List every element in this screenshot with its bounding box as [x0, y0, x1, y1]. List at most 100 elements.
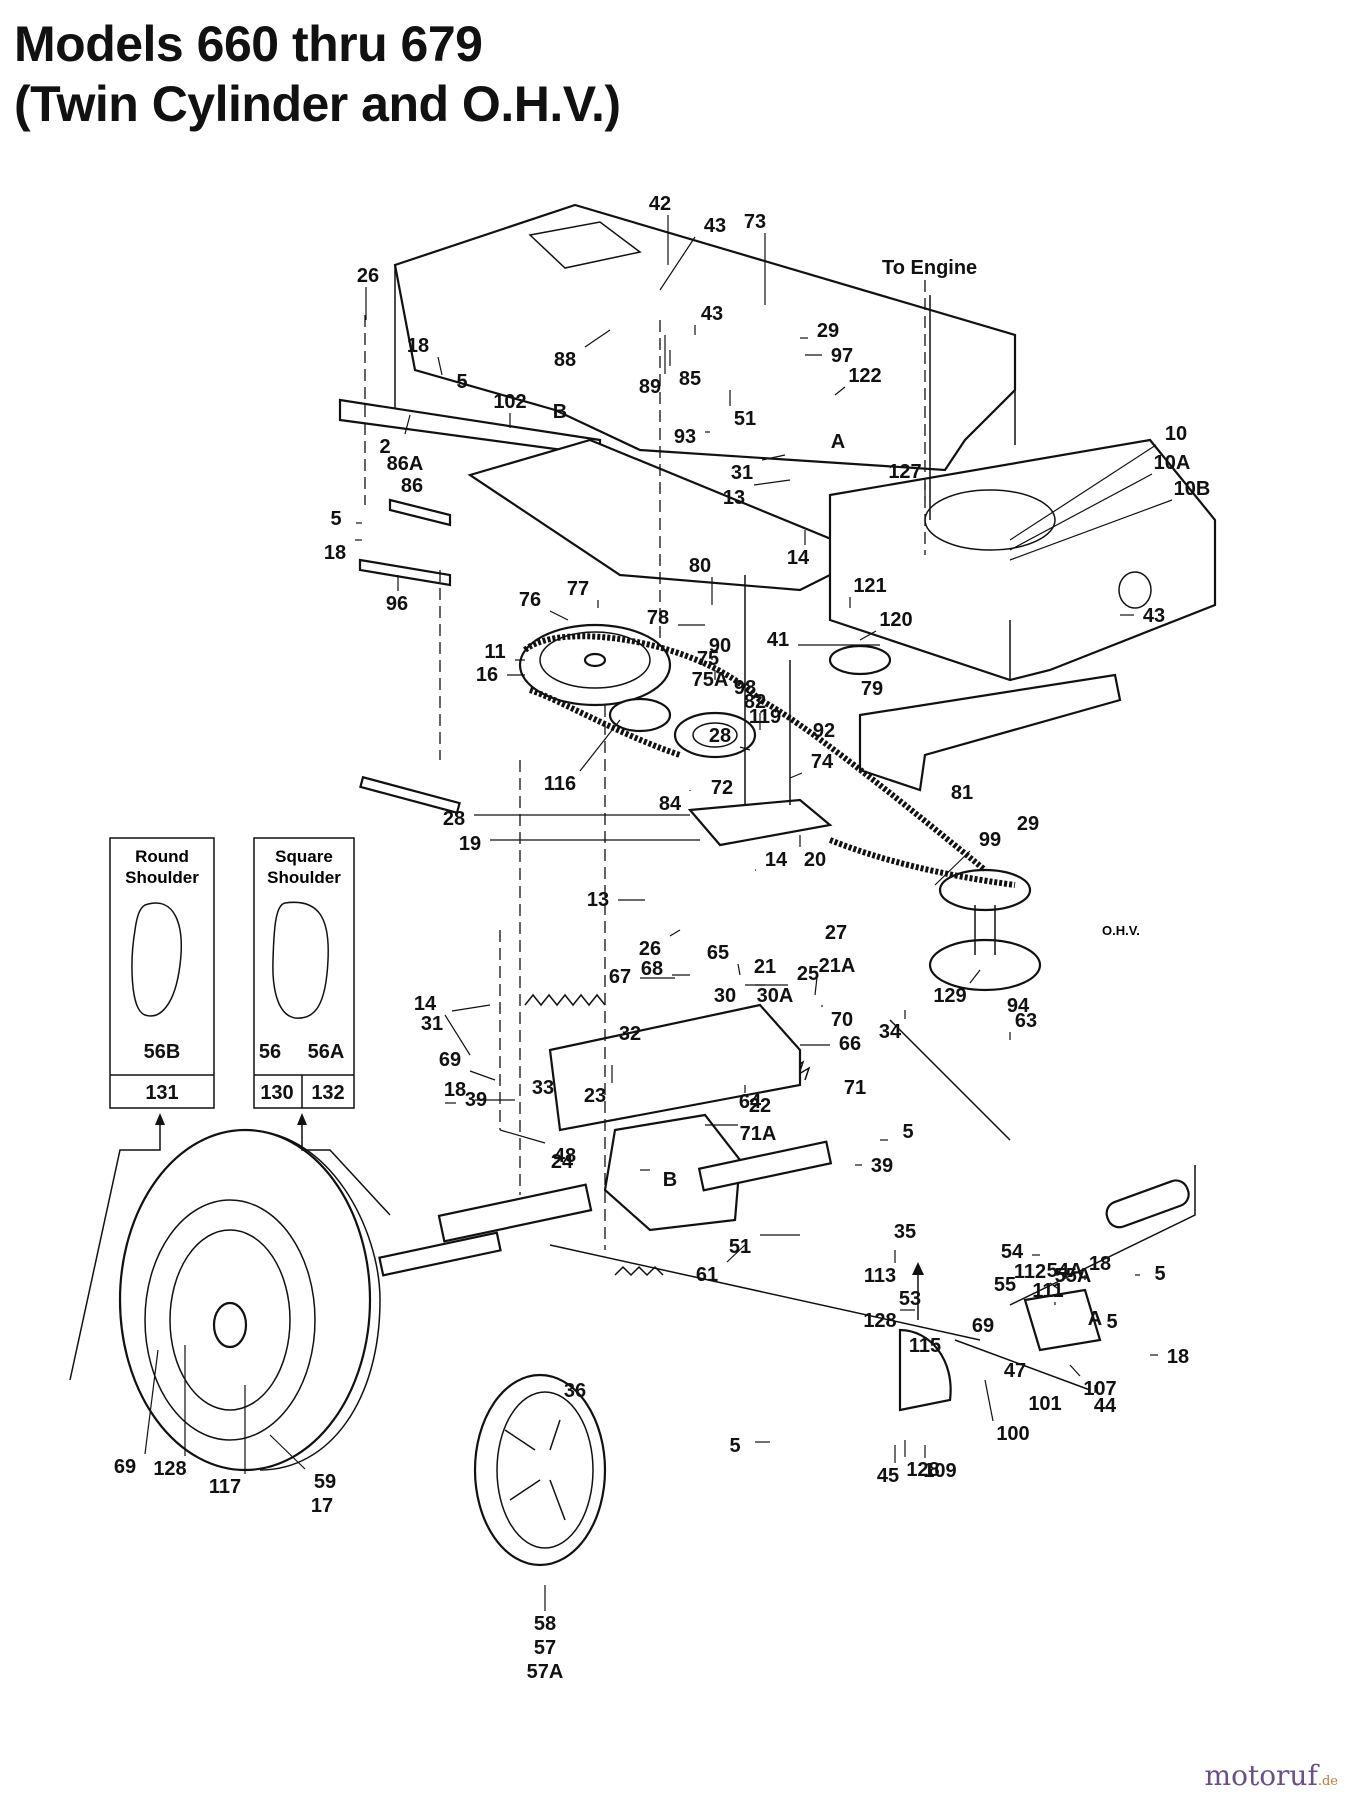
callout-5: 5 [902, 1121, 913, 1143]
callout-71a: 71A [740, 1123, 777, 1145]
watermark-tld: .de [1317, 1774, 1338, 1789]
callout-5: 5 [1154, 1263, 1165, 1285]
callout-94: 94 [1007, 995, 1030, 1017]
callout-73: 73 [744, 211, 766, 233]
callout-86a: 86A [387, 453, 424, 475]
callout-128: 128 [906, 1459, 939, 1481]
callout-13: 13 [723, 487, 745, 509]
callout-5: 5 [330, 508, 341, 530]
inset-heading-round: Round [135, 847, 189, 866]
callout-11: 11 [484, 641, 505, 663]
leader-line [584, 329, 611, 348]
callout-66: 66 [839, 1033, 861, 1055]
callout-64: 64 [739, 1091, 762, 1113]
callout-63: 63 [1015, 1010, 1037, 1032]
title-line-1: Models 660 thru 679 [14, 16, 483, 72]
callout-47: 47 [1004, 1360, 1026, 1382]
leader-line [789, 772, 803, 779]
leader-line [144, 1349, 159, 1455]
callout-43: 43 [1143, 605, 1165, 627]
leader-line [859, 630, 877, 641]
callout-19: 19 [459, 833, 481, 855]
inset-box-square-shoulder: Square Shoulder 56 56A 130 132 [253, 837, 355, 1109]
callout-18: 18 [407, 335, 429, 357]
leader-line [1049, 1282, 1061, 1291]
callout-25: 25 [797, 963, 819, 985]
callout-107: 107 [1083, 1378, 1116, 1400]
transaxle-drawing [378, 1003, 833, 1277]
callout-85: 85 [679, 368, 701, 390]
inset-pointer-lines [69, 1113, 391, 1381]
wheel-drawing [118, 1128, 1102, 1567]
callout-80: 80 [689, 555, 711, 577]
callout-69: 69 [114, 1456, 136, 1478]
leader-line [669, 929, 681, 937]
callout-127: 127 [888, 461, 921, 483]
page-title: Models 660 thru 679 (Twin Cylinder and O… [14, 14, 621, 134]
callout-59: 59 [314, 1471, 336, 1493]
callout-93: 93 [674, 426, 696, 448]
callout-28: 28 [709, 725, 731, 747]
callout-70: 70 [831, 1009, 853, 1031]
callout-22: 22 [749, 1095, 771, 1117]
callout-69: 69 [972, 1315, 994, 1337]
callout-90: 90 [709, 635, 731, 657]
watermark: motoruf.de [1205, 1759, 1338, 1792]
inset-number-131: 131 [145, 1082, 178, 1104]
callout-41: 41 [767, 629, 789, 651]
callout-112: 112 [1014, 1261, 1046, 1283]
linkage-drawing [358, 498, 1196, 1391]
leader-line [1069, 1364, 1081, 1377]
callout-53: 53 [899, 1288, 921, 1310]
inset-part-56a: 56A [308, 1041, 345, 1063]
callout-26: 26 [639, 938, 661, 960]
callout-45: 45 [877, 1465, 899, 1487]
construction-lines [364, 280, 926, 1250]
callout-74: 74 [811, 751, 834, 773]
callout-14: 14 [414, 993, 437, 1015]
callout-120: 120 [879, 609, 912, 631]
callout-28: 28 [443, 808, 465, 830]
inset-heading-square: Square [275, 847, 333, 866]
leader-line [469, 1070, 496, 1081]
callout-55a: 55A [1055, 1265, 1092, 1287]
callout-86: 86 [401, 475, 423, 497]
callout-29: 29 [1017, 813, 1039, 835]
callout-77: 77 [567, 578, 589, 600]
callout-68: 68 [641, 958, 663, 980]
leader-line [404, 414, 411, 435]
callout-109: 109 [923, 1460, 956, 1482]
callout-100: 100 [996, 1423, 1029, 1445]
inset-part-56: 56 [259, 1041, 281, 1063]
callout-113: 113 [864, 1265, 896, 1287]
callout-23: 23 [584, 1085, 606, 1107]
callout-10a: 10A [1154, 452, 1191, 474]
leader-line [499, 1129, 546, 1144]
inset-box-round-shoulder: Round Shoulder 56B 131 [109, 837, 215, 1109]
callout-18: 18 [324, 542, 346, 564]
callout-b: B [553, 401, 567, 423]
callout-5: 5 [1106, 1311, 1117, 1333]
callout-79: 79 [861, 678, 883, 700]
callout-102: 102 [493, 391, 526, 413]
callout-10b: 10B [1174, 478, 1211, 500]
callout-115: 115 [909, 1335, 941, 1357]
callout-89: 89 [639, 376, 661, 398]
callout-42: 42 [649, 193, 671, 215]
callout-99: 99 [979, 829, 1001, 851]
callout-44: 44 [1094, 1395, 1117, 1417]
callout-34: 34 [879, 1021, 902, 1043]
callout-21a: 21A [819, 955, 856, 977]
leader-line [269, 1434, 306, 1470]
inset-number-132: 132 [311, 1082, 344, 1104]
callout-20: 20 [804, 849, 826, 871]
leader-line [834, 386, 846, 396]
callout-54a: 54A [1047, 1260, 1084, 1282]
leader-line [814, 976, 818, 996]
callout-58: 58 [534, 1613, 556, 1635]
leader-line [1009, 499, 1173, 561]
callout-30: 30 [714, 985, 736, 1007]
leader-line [969, 969, 981, 984]
callout-81: 81 [951, 782, 973, 804]
callout-129: 129 [933, 985, 966, 1007]
